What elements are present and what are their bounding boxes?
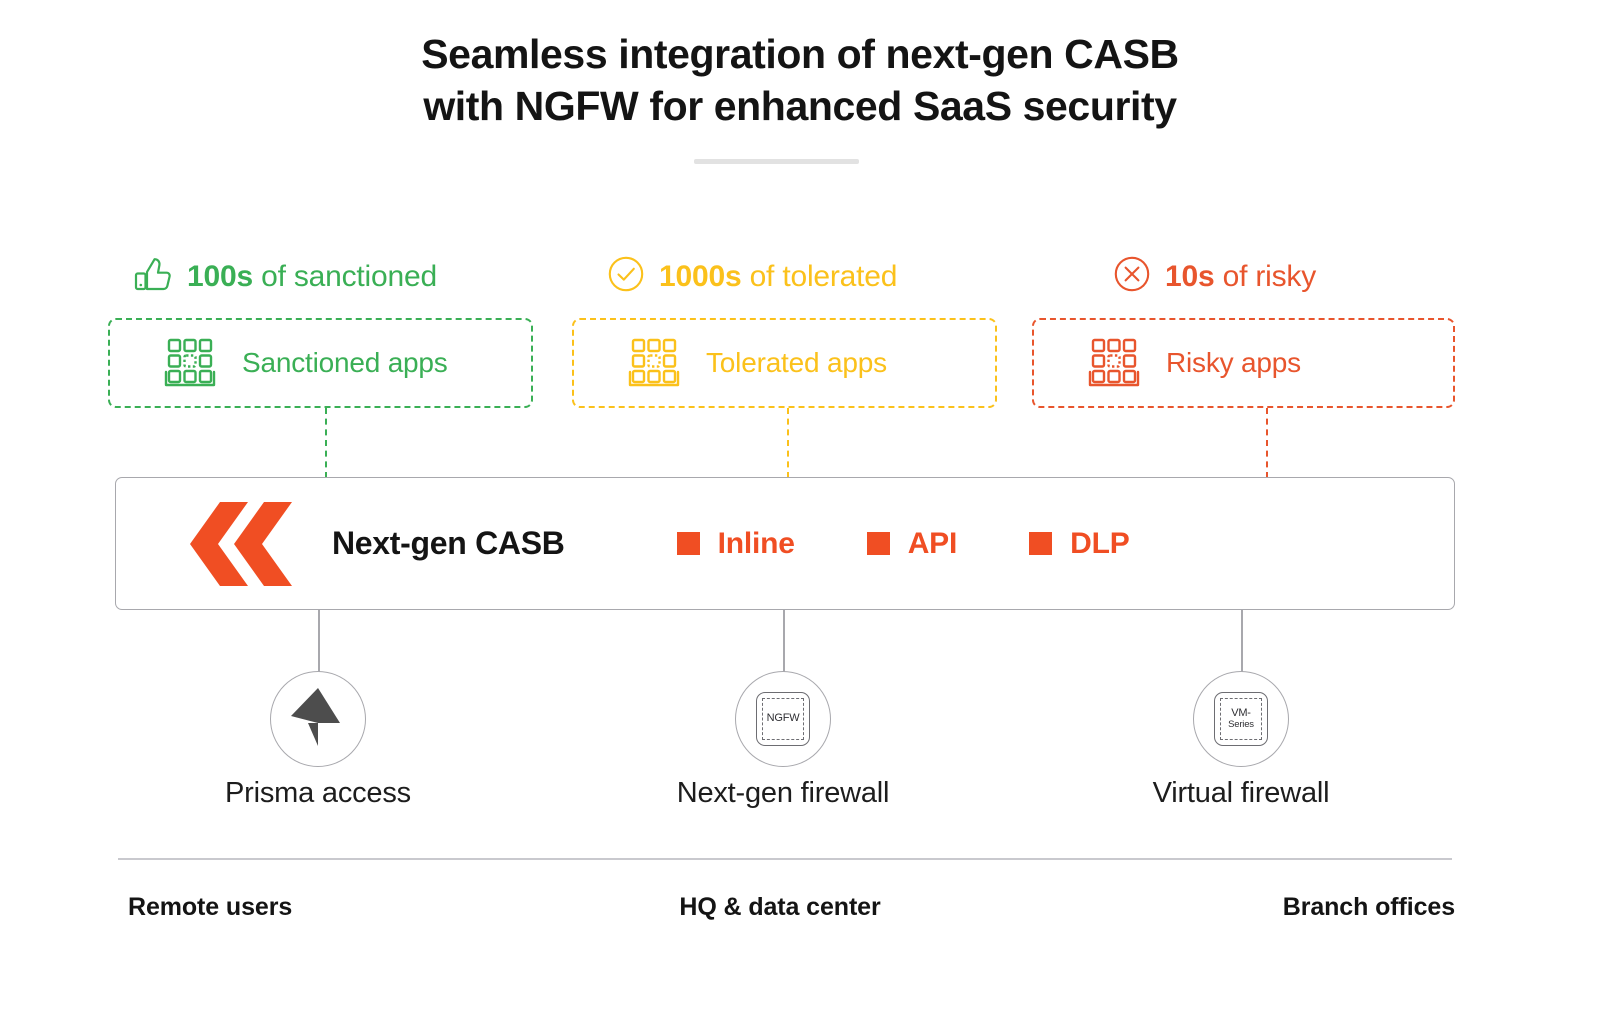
stem-prisma-access: [318, 610, 320, 673]
bullet-square-icon: [1029, 532, 1053, 555]
page-title: Seamless integration of next-gen CASB wi…: [421, 31, 1179, 130]
casb-capabilities: Inline API DLP: [676, 526, 1130, 561]
palo-alto-networks-logo: [190, 501, 306, 586]
capability-label-inline: Inline: [717, 526, 795, 560]
node-label-virtual-firewall: Virtual firewall: [1152, 777, 1330, 809]
x-circle-icon: [1113, 255, 1151, 298]
footer-label-branch-offices: Branch offices: [1282, 893, 1455, 921]
footer-label-remote-users: Remote users: [128, 893, 293, 921]
footer-label-hq-data-center: HQ & data center: [679, 893, 881, 921]
category-box-risky[interactable]: Risky apps: [1032, 318, 1455, 408]
stem-virtual-firewall: [1241, 610, 1243, 673]
title-divider: [694, 159, 859, 164]
node-next-gen-firewall[interactable]: NGFW: [735, 671, 831, 767]
capability-label-dlp: DLP: [1070, 526, 1130, 560]
node-label-next-gen-firewall: Next-gen firewall: [676, 777, 890, 809]
thumbs-up-icon: [133, 255, 173, 298]
node-prisma-access[interactable]: [270, 671, 366, 767]
category-header-label-risky: 10s of risky: [1165, 259, 1317, 293]
category-box-label-risky: Risky apps: [1166, 347, 1301, 378]
category-header-risky: 10s of risky: [1113, 255, 1316, 298]
footer-divider: [118, 858, 1452, 860]
vm-series-chip-text-line2: Series: [1228, 718, 1254, 730]
node-label-prisma-access: Prisma access: [225, 777, 411, 809]
next-gen-casb-bar[interactable]: Next-gen CASB Inline API DLP: [115, 477, 1455, 610]
category-box-sanctioned[interactable]: Sanctioned apps: [108, 318, 533, 408]
apps-grid-icon: [626, 333, 682, 394]
ngfw-chip-icon: NGFW: [756, 692, 810, 746]
stem-next-gen-firewall: [783, 610, 785, 673]
connector-risky: [1266, 408, 1268, 478]
apps-grid-icon: [162, 333, 218, 394]
capability-label-api: API: [907, 526, 958, 560]
category-header-tolerated: 1000s of tolerated: [607, 255, 897, 298]
category-box-tolerated[interactable]: Tolerated apps: [572, 318, 997, 408]
capability-dlp[interactable]: DLP: [1029, 526, 1130, 561]
node-virtual-firewall[interactable]: VM- Series: [1193, 671, 1289, 767]
category-box-label-tolerated: Tolerated apps: [706, 347, 887, 378]
bullet-square-icon: [866, 532, 890, 555]
check-circle-icon: [607, 255, 645, 298]
connector-sanctioned: [325, 408, 327, 478]
prisma-access-icon: [289, 685, 347, 754]
category-header-label-tolerated: 1000s of tolerated: [659, 259, 898, 293]
category-header-sanctioned: 100s of sanctioned: [133, 255, 437, 298]
category-box-label-sanctioned: Sanctioned apps: [242, 347, 448, 378]
connector-tolerated: [787, 408, 789, 478]
apps-grid-icon: [1086, 333, 1142, 394]
ngfw-chip-text: NGFW: [766, 712, 800, 725]
category-header-label-sanctioned: 100s of sanctioned: [187, 259, 437, 293]
vm-series-chip-icon: VM- Series: [1214, 692, 1268, 746]
capability-api[interactable]: API: [866, 526, 958, 561]
capability-inline[interactable]: Inline: [676, 526, 795, 561]
casb-title: Next-gen CASB: [332, 525, 565, 561]
vm-series-chip-text-line1: VM-: [1231, 707, 1251, 720]
bullet-square-icon: [676, 532, 700, 555]
